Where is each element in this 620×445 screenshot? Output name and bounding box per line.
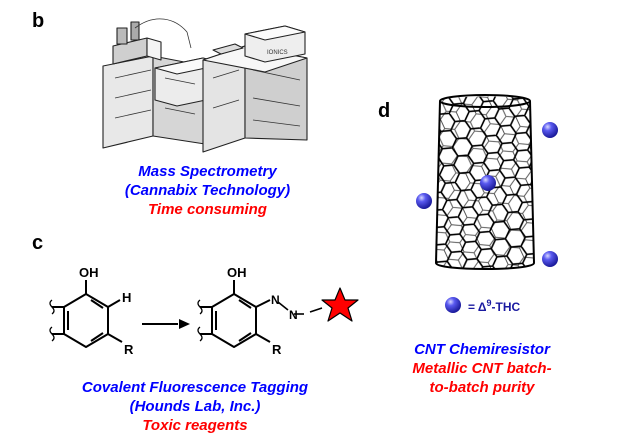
panel-c-caption: Covalent Fluorescence Tagging (Hounds La…	[55, 378, 335, 435]
panel-d-title: CNT Chemiresistor	[414, 341, 550, 358]
thc-molecule-sphere-icon	[542, 122, 558, 138]
instrument-brand-text: IONICS	[267, 50, 288, 56]
legend-sphere-icon	[445, 297, 461, 313]
carbon-nanotube-illustration	[416, 94, 558, 313]
mass-spectrometer-illustration: IONICS	[102, 18, 308, 153]
panel-label-d: d	[378, 100, 391, 122]
reactant-r-label: R	[124, 342, 134, 357]
panel-d-drawback-line2: to-batch purity	[429, 379, 535, 396]
thc-legend: = Δ9-THC	[468, 298, 520, 314]
product-n1-label: N	[271, 293, 280, 307]
thc-molecule-sphere-icon	[416, 193, 432, 209]
panel-d-caption: CNT Chemiresistor Metallic CNT batch- to…	[392, 340, 572, 397]
fluorescent-tag-star-icon	[321, 287, 359, 322]
reaction-arrow-head	[179, 319, 190, 329]
product-r-label: R	[272, 342, 282, 357]
thc-legend-superscript: 9	[486, 298, 492, 308]
panel-label-c: c	[32, 232, 44, 254]
thc-legend-prefix: = Δ	[468, 300, 487, 314]
panel-b-title-line1: Mass Spectrometry	[138, 163, 277, 180]
product-oh-label: OH	[227, 265, 247, 280]
panel-b-title-line2: (Cannabix Technology)	[124, 182, 291, 199]
thc-molecule-sphere-icon	[542, 251, 558, 267]
panel-c-drawback: Toxic reagents	[142, 417, 248, 434]
tagging-reaction-scheme: OH H R OH N N R	[49, 265, 359, 357]
thc-molecule-sphere-icon	[480, 175, 496, 191]
panel-d-drawback-line1: Metallic CNT batch-	[412, 360, 552, 377]
panel-c-title-line1: Covalent Fluorescence Tagging	[81, 379, 309, 396]
reactant-h-label: H	[122, 290, 131, 305]
panel-b-caption: Mass Spectrometry (Cannabix Technology) …	[95, 162, 320, 219]
panel-c-title-line2: (Hounds Lab, Inc.)	[129, 398, 261, 415]
panel-b-drawback: Time consuming	[148, 201, 267, 218]
panel-label-b: b	[32, 10, 45, 32]
thc-legend-suffix: -THC	[491, 300, 521, 314]
reactant-oh-label: OH	[79, 265, 99, 280]
product-n2-label: N	[289, 308, 298, 322]
